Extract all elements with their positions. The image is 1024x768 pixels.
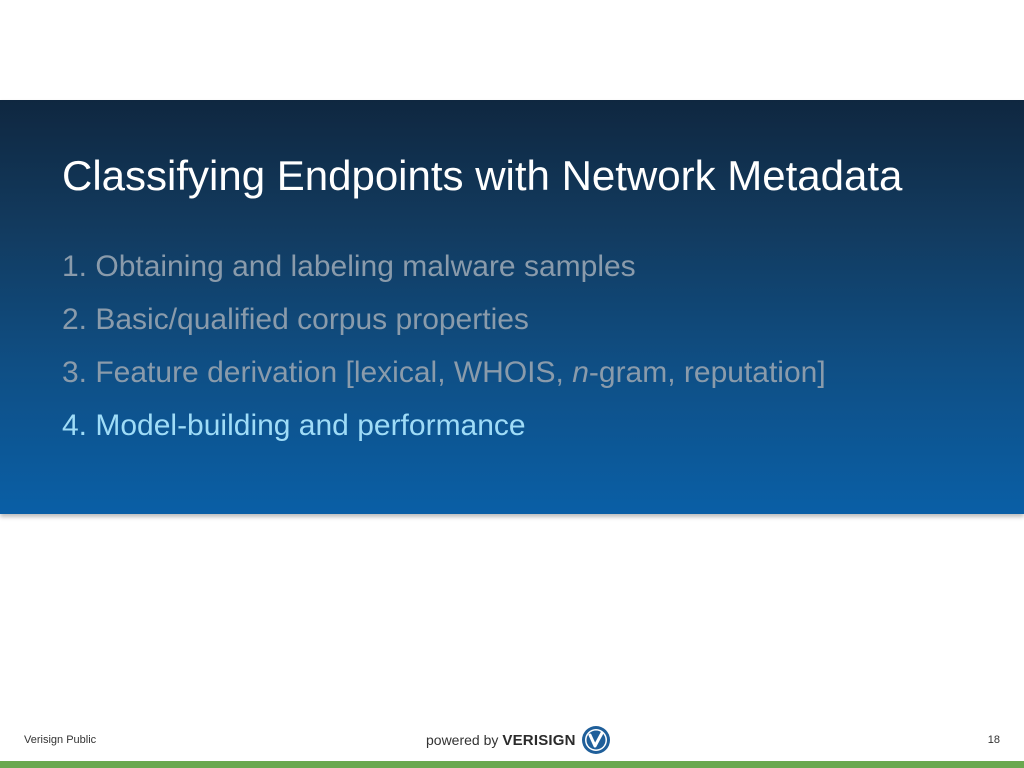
classification-label: Verisign Public xyxy=(24,734,97,746)
agenda-item-4-active: 4. Model-building and performance xyxy=(62,409,526,442)
logo-brand-text: VERISIGN xyxy=(502,731,576,749)
title-banner xyxy=(0,100,1024,514)
page-number: 18 xyxy=(987,734,1000,746)
agenda-item-3-part-1: 3. Feature derivation [lexical, WHOIS, xyxy=(62,356,573,389)
agenda-item-3-part-2: -gram, reputation] xyxy=(588,356,826,389)
verisign-logo: powered by VERISIGN xyxy=(426,724,611,756)
verisign-checkmark-icon xyxy=(581,726,610,754)
accent-bar xyxy=(0,761,1024,768)
agenda-item-1: 1. Obtaining and labeling malware sample… xyxy=(62,250,636,283)
agenda-item-3-italic: n xyxy=(572,356,589,389)
slide-title: Classifying Endpoints with Network Metad… xyxy=(62,152,903,199)
agenda-item-2: 2. Basic/qualified corpus properties xyxy=(62,303,529,336)
agenda-list: 1. Obtaining and labeling malware sample… xyxy=(62,240,826,452)
logo-powered-text: powered by xyxy=(426,732,499,748)
agenda-item-3: 3. Feature derivation [lexical, WHOIS, n… xyxy=(62,346,826,399)
